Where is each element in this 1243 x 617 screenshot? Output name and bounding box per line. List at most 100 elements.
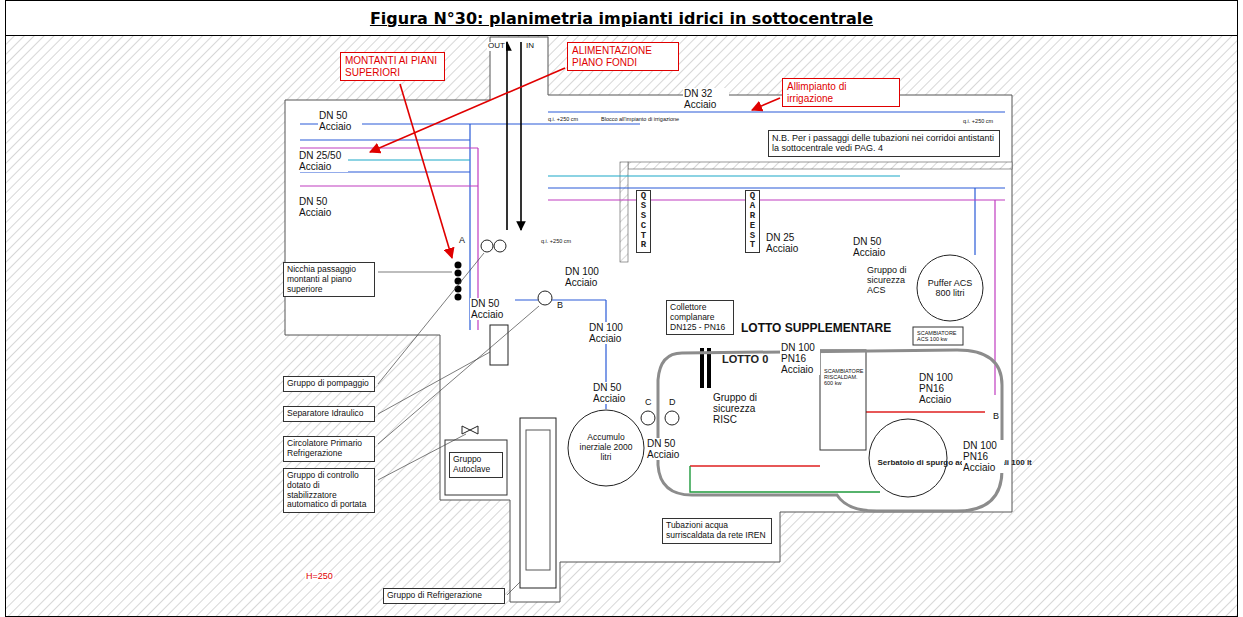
inner-wall	[620, 162, 628, 262]
label-box: Gruppo Autoclave	[449, 452, 503, 478]
chiller-inner	[526, 430, 550, 570]
recirculation-pipe	[300, 148, 1005, 395]
plan-note: Blocco all'impianto di irrigazione	[600, 116, 680, 122]
label-box: Gruppo di Refrigerazione	[383, 588, 505, 604]
pump-symbol	[494, 240, 506, 252]
node-text: N.B. Per i passaggi delle tubazioni nei …	[772, 133, 996, 154]
riser-dot	[455, 278, 462, 285]
pipe-size: DN 50 Acciaio	[318, 110, 362, 132]
level-note: q.i. +250 cm	[962, 118, 994, 124]
leader-line	[378, 253, 539, 595]
pump-symbol	[641, 411, 655, 425]
node-text: Gruppo di pompaggio	[287, 379, 371, 389]
pipe-size: DN 100 PN16 Acciaio	[780, 342, 820, 375]
figure-title: Figura N°30: planimetria impianti idrici…	[6, 1, 1237, 35]
lot-heading: LOTTO SUPPLEMENTARE	[740, 322, 892, 335]
node-text: Separatore Idraulico	[287, 409, 371, 419]
riser-dot	[455, 286, 462, 293]
pipe-size: DN 100 Acciaio	[564, 266, 611, 288]
height-note: H=250	[305, 572, 334, 582]
label-box: Gruppo di controllo dotato di stabilizza…	[283, 468, 375, 513]
node-text: Puffer ACS 800 litri	[924, 278, 976, 299]
callout-box: Allimpianto di irrigazione	[782, 78, 900, 107]
tank-circle-shape	[917, 255, 983, 321]
callout-box: MONTANTI AI PIANI SUPERIORI	[340, 52, 445, 81]
equipment-label: SCAMBIATORE ACS 100 kw	[916, 330, 962, 342]
pump-symbol	[538, 291, 552, 305]
inner-wall	[628, 162, 1012, 169]
separator-symbol	[490, 325, 508, 365]
pipe-size: DN 32 Acciaio	[683, 88, 729, 110]
node-text: QAREST	[748, 192, 757, 251]
callout-letter: B	[556, 301, 564, 311]
pipe-size: DN 100 PN16 Acciaio	[962, 440, 1004, 473]
tank-circle: Accumulo inerziale 2000 litri	[567, 409, 645, 487]
callout-box: ALIMENTAZIONE PIANO FONDI	[567, 42, 679, 71]
callout-letter: B	[992, 412, 1000, 422]
tank-circle-shape	[568, 410, 644, 486]
pipe-size: DN 50 Acciaio	[298, 196, 342, 218]
tank-circle: Serbatoio di spurgo acque centrali 100 l…	[868, 418, 948, 498]
label-box: Collettore complanare DN125 - PN16	[666, 300, 734, 335]
node-text: LOTTO 0	[722, 353, 768, 366]
node-text: Accumulo inerziale 2000 litri	[577, 433, 636, 462]
riser-dot	[455, 294, 462, 301]
tank-circle: Puffer ACS 800 litri	[916, 254, 984, 322]
label-box: Nicchia passaggio montanti al piano supe…	[283, 262, 375, 297]
figure-frame	[6, 1, 1238, 617]
pipe-size: DN 25 Acciaio	[765, 232, 809, 254]
callout-arrow	[400, 84, 452, 258]
node-text: Collettore complanare DN125 - PN16	[670, 303, 730, 332]
node-text: MONTANTI AI PIANI SUPERIORI	[345, 55, 440, 78]
pipe-size: DN 100 PN16 Acciaio	[918, 372, 960, 405]
node-text: QSSCTR	[639, 192, 648, 251]
pipe-size: DN 25/50 Acciaio	[298, 150, 348, 172]
label-box: N.B. Per i passaggi delle tubazioni nei …	[768, 130, 1000, 157]
heat-exchanger	[913, 327, 963, 345]
node-text: Circolatore Primario Refrigerazione	[287, 439, 371, 459]
lot-boundary	[658, 350, 1002, 511]
callout-letter: A	[458, 236, 466, 246]
label-box: Gruppo di pompaggio	[283, 376, 375, 392]
title-rule	[5, 35, 1238, 36]
node-text: Tubazioni acqua surriscaldata da rete IR…	[666, 521, 768, 541]
pipe-size: DN 50 Acciaio	[470, 298, 514, 320]
node-text: Gruppo di Refrigerazione	[387, 591, 501, 601]
equipment-label: Gruppo di sicurezza RISC	[712, 392, 776, 425]
panel-box: QAREST	[745, 190, 760, 253]
wall-hatch	[6, 36, 1237, 616]
callout-letter: D	[668, 398, 677, 408]
pipe-size: DN 100 Acciaio	[588, 322, 635, 344]
callout-letter: C	[644, 398, 653, 408]
label-box: Separatore Idraulico	[283, 406, 375, 422]
flow-label: OUT	[487, 42, 506, 51]
level-note: q.i. +250 cm	[547, 116, 579, 122]
pump-symbol	[481, 240, 493, 252]
node-text: ALIMENTAZIONE PIANO FONDI	[572, 45, 674, 68]
supply-in-pipe	[520, 42, 522, 230]
equipment-label: Gruppo di sicurezza ACS	[866, 266, 916, 296]
panel-box: QSSCTR	[636, 190, 651, 253]
riser-dot	[455, 262, 462, 269]
valve-symbol	[462, 426, 478, 434]
riser-dot	[455, 270, 462, 277]
pipe-size: DN 50 Acciaio	[852, 236, 896, 258]
drain-pipe	[690, 466, 880, 492]
chilled-pipe	[300, 160, 900, 176]
level-note: q.i. +250 cm	[540, 238, 572, 244]
equipment-label: SCAMBIATORE RISCALDAM. 600 kw	[823, 368, 865, 386]
room-floor	[285, 37, 1012, 602]
node-text: Gruppo Autoclave	[453, 455, 499, 475]
pipe-size: DN 50 Acciaio	[646, 438, 690, 460]
chiller-symbol	[520, 418, 556, 588]
flow-label: IN	[525, 42, 535, 51]
node-text: Gruppo di controllo dotato di stabilizza…	[287, 471, 371, 510]
autoclave-outline	[445, 440, 507, 495]
label-box: Circolatore Primario Refrigerazione	[283, 436, 375, 462]
cold-water-pipe	[300, 112, 1005, 409]
heat-exchanger	[820, 350, 866, 450]
label-box: Tubazioni acqua surriscaldata da rete IR…	[662, 518, 772, 544]
supply-out-pipe	[506, 42, 508, 230]
node-text: Nicchia passaggio montanti al piano supe…	[287, 265, 371, 294]
